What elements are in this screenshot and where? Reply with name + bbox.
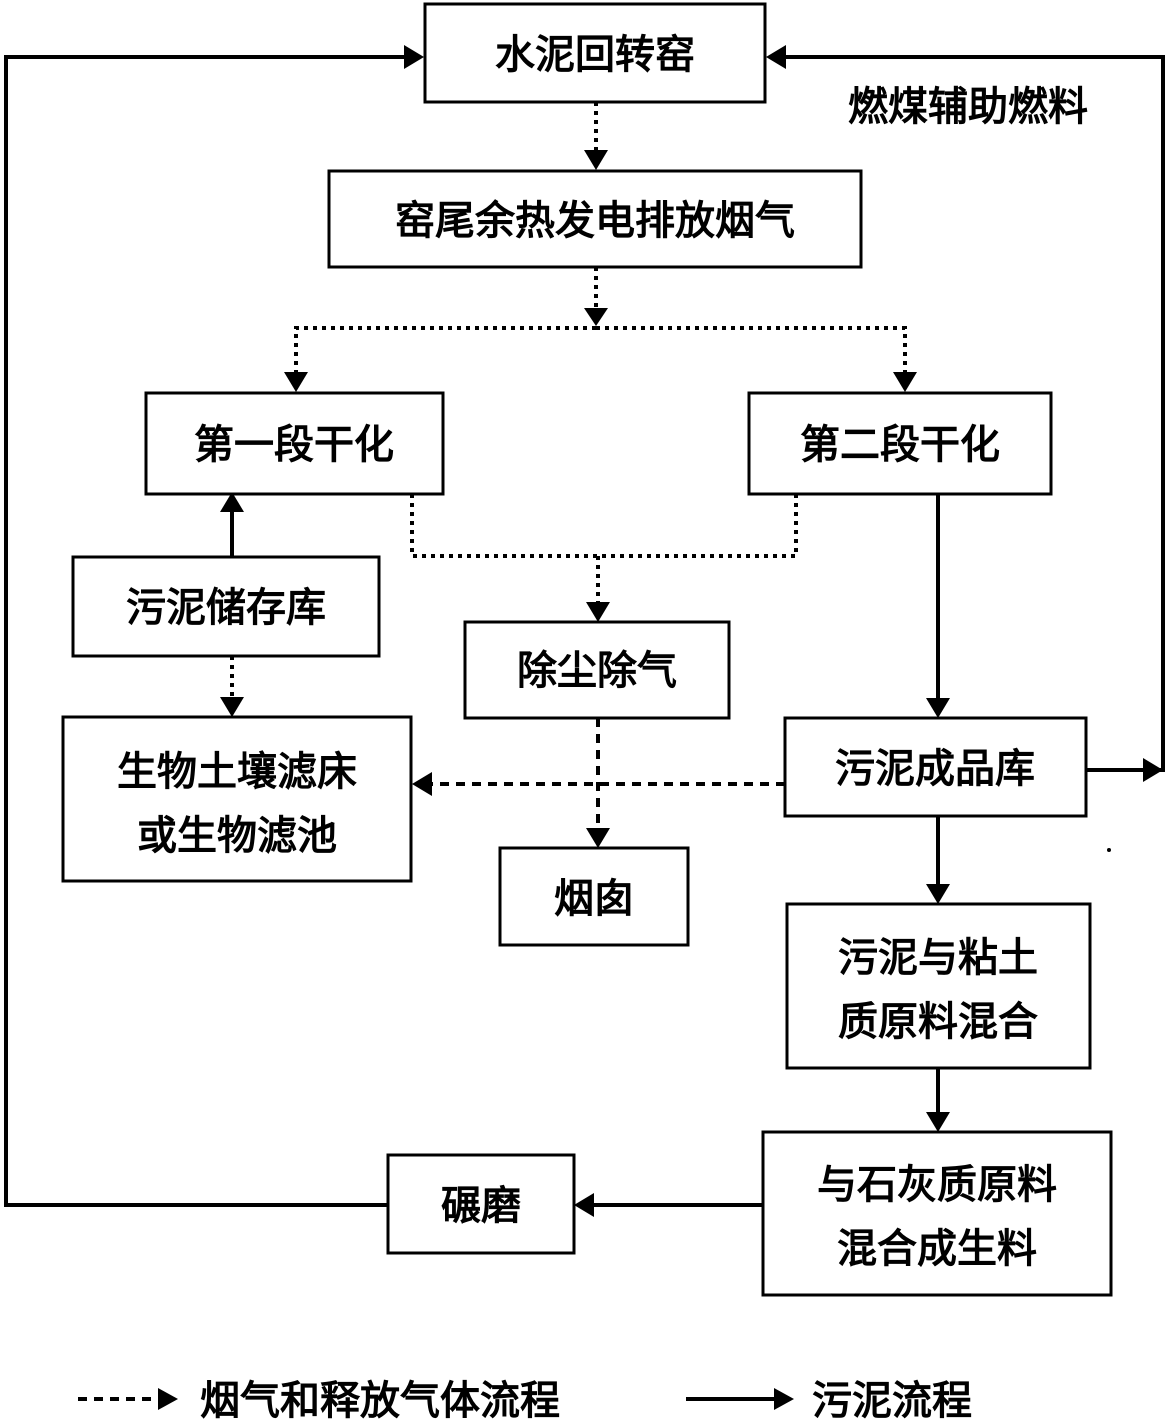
- node-chimney-label: 烟囱: [554, 876, 634, 922]
- arrow-head: [586, 602, 610, 622]
- node-biofilter-line1: 生物土壤滤床: [117, 749, 357, 795]
- node-sludge-storage: 污泥储存库: [71, 555, 381, 658]
- node-grind-label: 碾磨: [441, 1183, 521, 1229]
- arrow-head: [926, 884, 950, 904]
- arrow-head: [766, 45, 786, 69]
- node-kiln-tail: 窑尾余热发电排放烟气: [327, 169, 863, 269]
- legend-gas-arrow: [158, 1388, 178, 1410]
- node-dry2: 第二段干化: [747, 391, 1053, 496]
- arrow-head: [584, 308, 608, 326]
- node-chimney: 烟囱: [498, 846, 690, 947]
- node-kiln-label: 水泥回转窑: [495, 32, 695, 78]
- stray-dot: [1107, 848, 1111, 852]
- node-mix-lime: 与石灰质原料 混合成生料: [761, 1130, 1113, 1297]
- node-dry1-label: 第一段干化: [194, 422, 394, 468]
- arrow-head: [284, 372, 308, 392]
- coal-fuel-label: 燃煤辅助燃料: [848, 84, 1088, 130]
- arrow-head: [926, 698, 950, 718]
- edge-product-to-kiln: [786, 55, 1165, 772]
- arrow-head: [404, 45, 424, 69]
- arrow-head: [220, 697, 244, 717]
- node-dry2-label: 第二段干化: [800, 422, 1000, 468]
- legend: 烟气和释放气体流程 污泥流程: [78, 1378, 972, 1424]
- legend-sludge-label: 污泥流程: [812, 1378, 972, 1424]
- node-kiln-tail-label: 窑尾余热发电排放烟气: [395, 198, 795, 244]
- node-dust-removal: 除尘除气: [463, 620, 731, 720]
- arrow-head: [586, 828, 610, 848]
- legend-sludge-arrow: [774, 1388, 794, 1410]
- arrow-head: [574, 1193, 594, 1217]
- arrow-head: [1143, 758, 1163, 782]
- node-mix-lime-line1: 与石灰质原料: [817, 1162, 1057, 1208]
- node-biofilter-line2: 或生物滤池: [137, 813, 337, 859]
- edge-split-right: [596, 326, 907, 372]
- node-mix-clay-line2: 质原料混合: [838, 999, 1038, 1045]
- node-dust-removal-label: 除尘除气: [517, 648, 677, 694]
- node-biofilter: 生物土壤滤床 或生物滤池: [61, 715, 413, 883]
- node-sludge-product-label: 污泥成品库: [835, 746, 1035, 792]
- arrow-head: [220, 492, 244, 512]
- arrow-head: [926, 1112, 950, 1132]
- edge-grind-to-kiln: [4, 55, 404, 1207]
- arrow-head: [584, 150, 608, 170]
- node-mix-lime-line2: 混合成生料: [837, 1226, 1037, 1272]
- node-sludge-product: 污泥成品库: [783, 716, 1088, 818]
- edge-split-left: [294, 326, 596, 372]
- node-mix-clay-line1: 污泥与粘土: [838, 935, 1038, 981]
- edge-dry1-to-merge: [410, 494, 598, 558]
- node-dry1: 第一段干化: [144, 391, 445, 496]
- node-mix-clay: 污泥与粘土 质原料混合: [785, 902, 1092, 1070]
- node-sludge-storage-label: 污泥储存库: [126, 585, 326, 631]
- node-kiln: 水泥回转窑: [423, 2, 767, 104]
- arrow-head: [893, 372, 917, 392]
- legend-gas-label: 烟气和释放气体流程: [200, 1378, 560, 1424]
- node-grind: 碾磨: [386, 1153, 576, 1255]
- arrow-head: [412, 772, 432, 796]
- edge-dry2-to-merge: [598, 494, 798, 558]
